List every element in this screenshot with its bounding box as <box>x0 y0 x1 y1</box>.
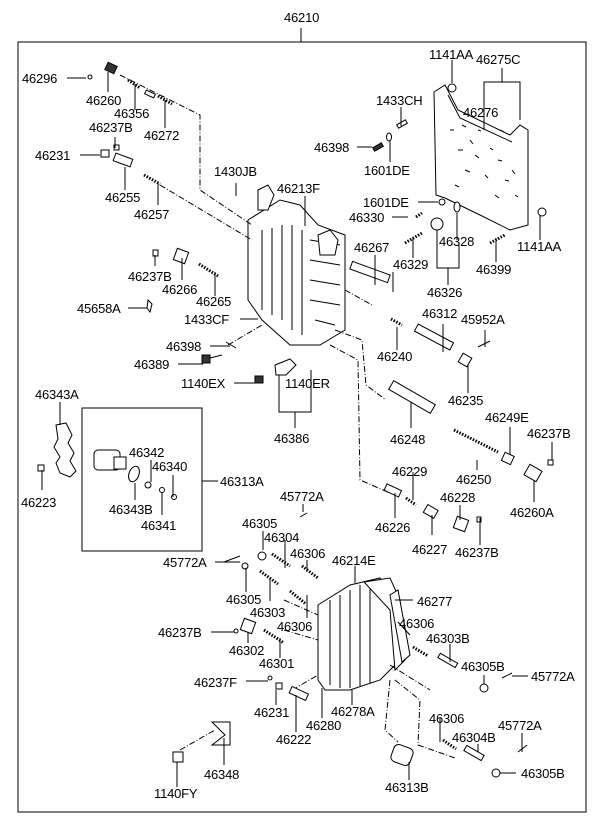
label-46235[interactable]: 46235 <box>448 393 484 408</box>
upper-valve-body-46213f <box>247 184 346 346</box>
label-46305b[interactable]: 46305B <box>461 659 505 674</box>
label-46248[interactable]: 46248 <box>390 432 426 447</box>
label-46340[interactable]: 46340 <box>152 459 188 474</box>
label-46389[interactable]: 46389 <box>134 357 170 372</box>
separator-plate-46276 <box>433 84 529 231</box>
label-46329[interactable]: 46329 <box>393 257 429 272</box>
label-46312[interactable]: 46312 <box>422 306 458 321</box>
label-46222[interactable]: 46222 <box>276 732 312 747</box>
label-46226[interactable]: 46226 <box>375 520 411 535</box>
label-46266[interactable]: 46266 <box>162 282 198 297</box>
label-46276[interactable]: 46276 <box>463 105 499 120</box>
label-1430jb[interactable]: 1430JB <box>214 164 257 179</box>
label-46306[interactable]: 46306 <box>277 619 313 634</box>
label-46304b[interactable]: 46304B <box>452 730 496 745</box>
label-1140er[interactable]: 1140ER <box>285 376 330 391</box>
label-46237b[interactable]: 46237B <box>527 426 571 441</box>
label-46231[interactable]: 46231 <box>35 148 71 163</box>
label-1141aa[interactable]: 1141AA <box>429 47 474 62</box>
label-46272[interactable]: 46272 <box>144 128 180 143</box>
label-46341[interactable]: 46341 <box>141 518 177 533</box>
label-46228[interactable]: 46228 <box>440 490 476 505</box>
label-46304[interactable]: 46304 <box>264 530 300 545</box>
label-46277[interactable]: 46277 <box>417 594 453 609</box>
label-46267[interactable]: 46267 <box>354 240 390 255</box>
label-46328[interactable]: 46328 <box>439 234 475 249</box>
label-46398[interactable]: 46398 <box>166 339 202 354</box>
label-46306[interactable]: 46306 <box>429 711 465 726</box>
label-46303b[interactable]: 46303B <box>426 631 470 646</box>
assembly-frame <box>17 28 587 813</box>
label-46296[interactable]: 46296 <box>22 71 58 86</box>
label-46386[interactable]: 46386 <box>274 431 310 446</box>
label-46213f[interactable]: 46213F <box>277 181 320 196</box>
label-46260a[interactable]: 46260A <box>510 505 554 520</box>
label-46237b[interactable]: 46237B <box>158 625 202 640</box>
label-46265[interactable]: 46265 <box>196 294 232 309</box>
label-1140fy[interactable]: 1140FY <box>154 786 198 801</box>
label-1141aa[interactable]: 1141AA <box>517 239 562 254</box>
label-46356[interactable]: 46356 <box>114 106 150 121</box>
label-46305[interactable]: 46305 <box>242 516 278 531</box>
label-46313a[interactable]: 46313A <box>220 474 264 489</box>
label-46231[interactable]: 46231 <box>254 705 290 720</box>
label-46250[interactable]: 46250 <box>456 472 492 487</box>
label-46237b[interactable]: 46237B <box>89 120 133 135</box>
label-46398[interactable]: 46398 <box>314 140 350 155</box>
label-46343a[interactable]: 46343A <box>35 387 79 402</box>
assembly-leader-lines <box>119 74 456 759</box>
label-46237b[interactable]: 46237B <box>128 269 172 284</box>
label-46229[interactable]: 46229 <box>392 464 428 479</box>
label-45658a[interactable]: 45658A <box>77 301 121 316</box>
label-46278a[interactable]: 46278A <box>331 704 375 719</box>
label-46348[interactable]: 46348 <box>204 767 240 782</box>
label-45772a[interactable]: 45772A <box>531 669 575 684</box>
callout-lines <box>41 60 553 787</box>
label-46305[interactable]: 46305 <box>226 592 262 607</box>
label-1601de[interactable]: 1601DE <box>364 163 410 178</box>
label-46210[interactable]: 46210 <box>284 10 320 25</box>
label-45952a[interactable]: 45952A <box>461 312 505 327</box>
label-46330[interactable]: 46330 <box>349 210 385 225</box>
label-46255[interactable]: 46255 <box>105 190 141 205</box>
label-46257[interactable]: 46257 <box>134 207 170 222</box>
label-45772a[interactable]: 45772A <box>280 489 324 504</box>
lower-valve-body-46214e <box>317 577 411 691</box>
label-46306[interactable]: 46306 <box>399 616 435 631</box>
label-46249e[interactable]: 46249E <box>485 410 529 425</box>
label-46227[interactable]: 46227 <box>412 542 448 557</box>
label-46275c[interactable]: 46275C <box>476 52 521 67</box>
label-46302[interactable]: 46302 <box>229 643 265 658</box>
label-45772a[interactable]: 45772A <box>163 555 207 570</box>
label-46313b[interactable]: 46313B <box>385 780 429 795</box>
label-46237f[interactable]: 46237F <box>194 675 237 690</box>
label-1140ex[interactable]: 1140EX <box>181 376 226 391</box>
label-46214e[interactable]: 46214E <box>332 553 376 568</box>
label-46240[interactable]: 46240 <box>377 349 413 364</box>
label-46237b[interactable]: 46237B <box>455 545 499 560</box>
label-46306[interactable]: 46306 <box>290 546 326 561</box>
label-45772a[interactable]: 45772A <box>498 718 542 733</box>
subassembly-box-46313a <box>81 407 218 552</box>
label-1601de[interactable]: 1601DE <box>363 195 409 210</box>
label-46223[interactable]: 46223 <box>21 495 57 510</box>
label-46280[interactable]: 46280 <box>306 718 342 733</box>
label-46260[interactable]: 46260 <box>86 93 122 108</box>
label-46301[interactable]: 46301 <box>259 656 295 671</box>
label-46399[interactable]: 46399 <box>476 262 512 277</box>
label-46342[interactable]: 46342 <box>129 445 165 460</box>
label-46326[interactable]: 46326 <box>427 285 463 300</box>
label-1433ch[interactable]: 1433CH <box>376 93 423 108</box>
label-46305b[interactable]: 46305B <box>521 766 565 781</box>
label-46343b[interactable]: 46343B <box>109 502 153 517</box>
label-46303[interactable]: 46303 <box>250 605 286 620</box>
label-1433cf[interactable]: 1433CF <box>184 312 230 327</box>
